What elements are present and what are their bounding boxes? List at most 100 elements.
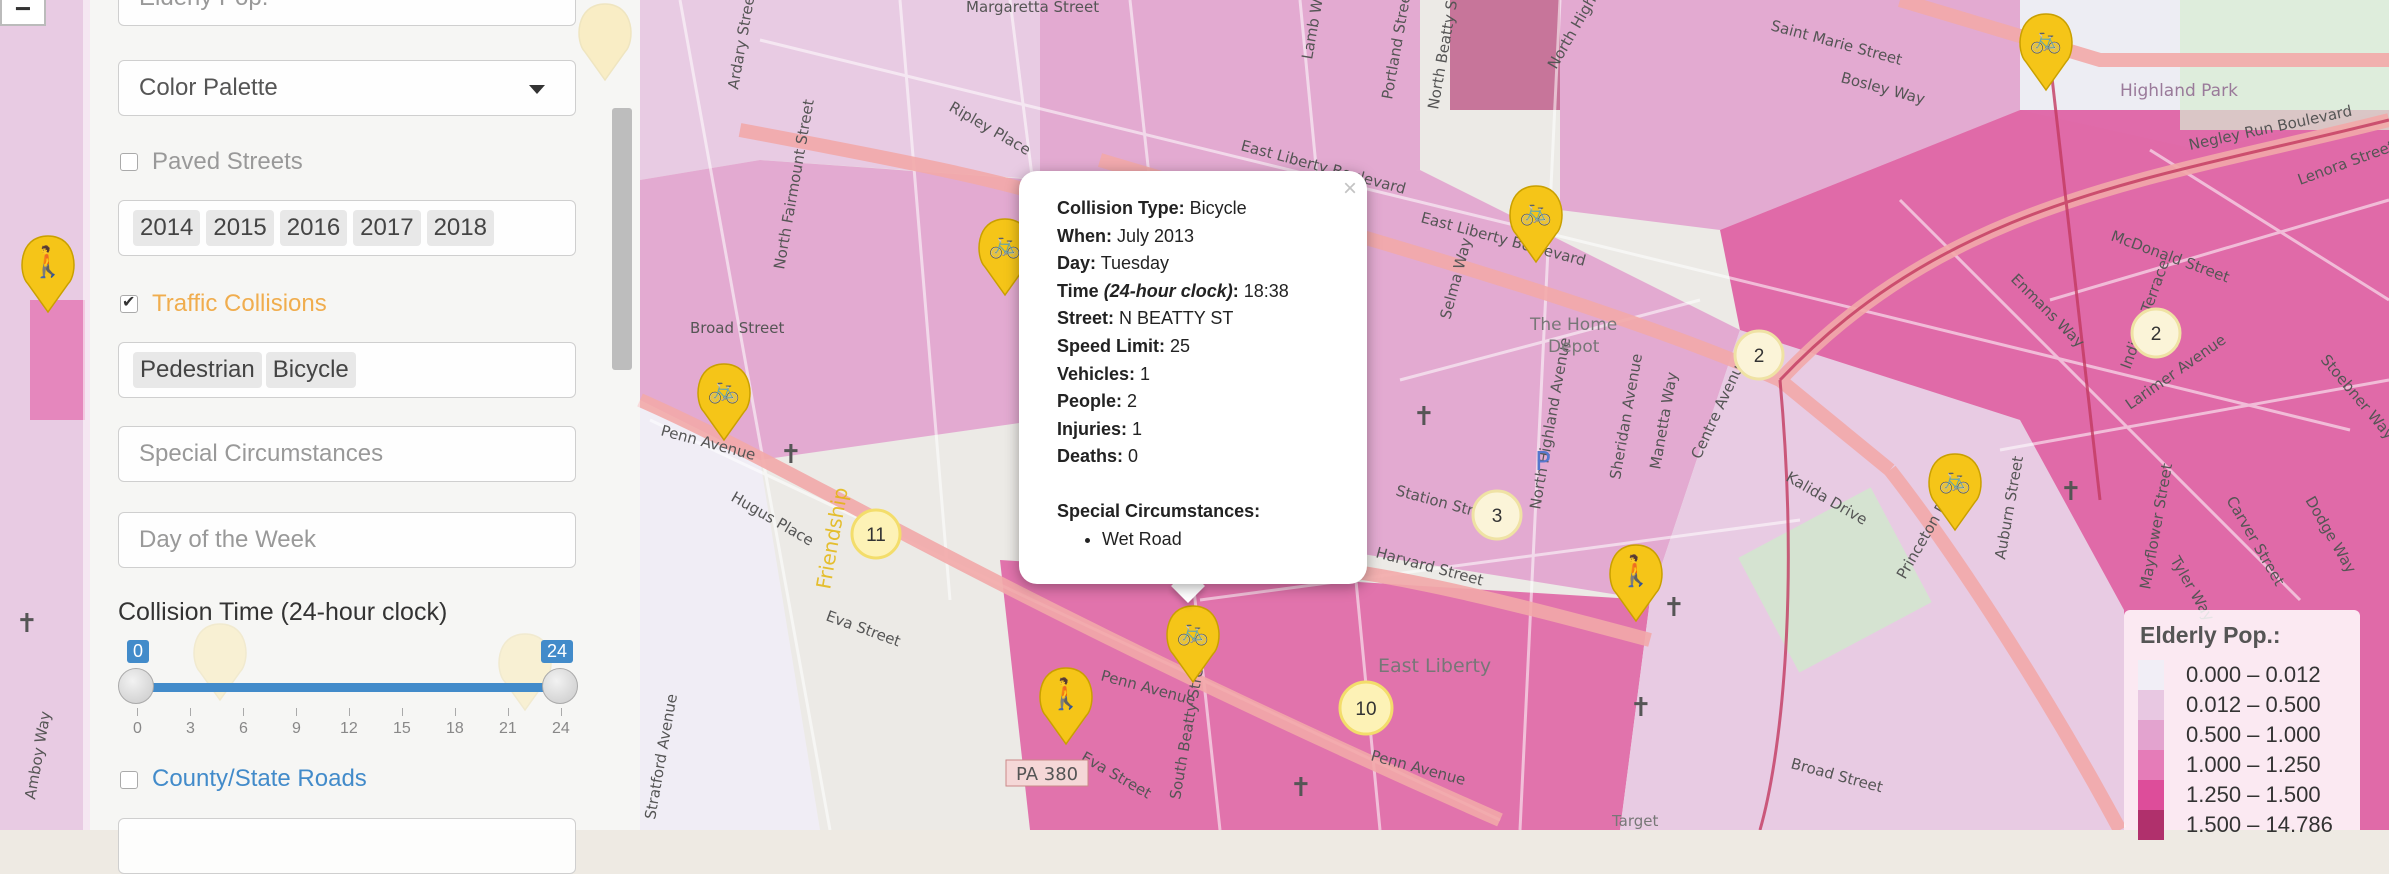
color-palette-select[interactable]: Color Palette xyxy=(118,60,576,116)
popup-field: Vehicles: 1 xyxy=(1057,363,1151,384)
church-icon: ✝ xyxy=(1290,773,1312,803)
bicycle-marker-icon[interactable]: 🚲 xyxy=(1166,605,1220,683)
popup-field: Collision Type: Bicycle xyxy=(1057,198,1247,218)
map[interactable]: Margaretta Street Ardary Street Lamb Way… xyxy=(0,0,2389,830)
collision-type-multiselect[interactable]: Pedestrian Bicycle xyxy=(118,342,576,398)
bicycle-marker-icon[interactable]: 🚲 xyxy=(697,363,751,441)
popup-field: Day: Tuesday xyxy=(1057,253,1170,274)
cluster-marker[interactable]: 3 xyxy=(1471,489,1523,541)
svg-text:10: 10 xyxy=(1355,699,1376,720)
special-circumstances-placeholder: Special Circumstances xyxy=(139,440,384,467)
pedestrian-marker-icon[interactable]: 🚶 xyxy=(21,235,75,313)
layer-select-value: Elderly Pop. xyxy=(139,0,268,12)
layer-select[interactable]: Elderly Pop. xyxy=(118,0,576,26)
street-label: Broad Street xyxy=(690,319,784,337)
bicycle-marker-icon[interactable]: 🚲 xyxy=(978,218,1032,296)
legend-row: 1.000 – 1.250 xyxy=(2138,750,2321,780)
county-roads-label[interactable]: County/State Roads xyxy=(152,765,367,792)
tract-north-east xyxy=(1560,0,2020,230)
special-circumstance-item: Wet Road xyxy=(1102,526,1289,554)
paved-streets-label[interactable]: Paved Streets xyxy=(152,148,303,175)
tract-east-liberty xyxy=(1000,560,1650,830)
day-of-week-placeholder: Day of the Week xyxy=(139,526,316,553)
slider-tick-label: 12 xyxy=(340,720,358,737)
special-circumstances-heading: Special Circumstances: xyxy=(1057,500,1261,521)
chevron-down-icon xyxy=(529,85,545,94)
popup-field: Injuries: 1 xyxy=(1057,418,1143,439)
year-multiselect[interactable]: 2014 2015 2016 2017 2018 xyxy=(118,200,576,256)
svg-text:🚶: 🚶 xyxy=(29,244,66,279)
slider-tick-label: 24 xyxy=(552,720,570,737)
svg-text:3: 3 xyxy=(1492,506,1503,527)
legend-title: Elderly Pop.: xyxy=(2140,622,2281,648)
slider-tick-label: 21 xyxy=(499,720,517,737)
control-panel xyxy=(83,0,640,830)
popup-field: Time (24-hour clock): 18:38 xyxy=(1057,280,1289,301)
popup-field: People: 2 xyxy=(1057,391,1138,412)
popup-field: Deaths: 0 xyxy=(1057,446,1139,467)
slider-tickmark xyxy=(561,708,562,716)
svg-text:🚲: 🚲 xyxy=(1939,464,1971,494)
cluster-marker[interactable]: 11 xyxy=(850,508,902,560)
zoom-out-button[interactable]: − xyxy=(0,0,46,26)
svg-text:2: 2 xyxy=(1754,346,1765,367)
collision-type-tag[interactable]: Bicycle xyxy=(265,352,356,388)
slider-tickmark xyxy=(137,708,138,716)
collision-time-slider-track[interactable] xyxy=(135,683,559,692)
collision-popup: × Collision Type: Bicycle When: July 201… xyxy=(1019,171,1367,584)
popup-field: When: July 2013 xyxy=(1057,225,1195,246)
legend-swatch xyxy=(2138,750,2164,780)
street-label: Highland Park xyxy=(2120,81,2238,101)
close-icon[interactable]: × xyxy=(1342,175,1357,202)
year-tag[interactable]: 2018 xyxy=(426,210,494,246)
collision-time-label: Collision Time (24-hour clock) xyxy=(118,598,448,626)
legend-row: 1.500 – 14.786 xyxy=(2138,810,2333,840)
slider-tickmark xyxy=(190,708,191,716)
legend-swatch xyxy=(2138,660,2164,690)
paved-streets-checkbox[interactable] xyxy=(120,153,138,171)
traffic-collisions-checkbox[interactable] xyxy=(120,292,138,313)
year-tag[interactable]: 2014 xyxy=(133,210,201,246)
collision-type-tag[interactable]: Pedestrian xyxy=(133,352,262,388)
bicycle-marker-icon[interactable]: 🚲 xyxy=(1928,453,1982,531)
parking-icon: P xyxy=(1535,447,1551,477)
svg-text:🚲: 🚲 xyxy=(2030,24,2062,54)
slider-min-value: 0 xyxy=(127,640,150,663)
slider-tick-label: 3 xyxy=(186,720,195,737)
place-label: East Liberty xyxy=(1378,655,1491,677)
cluster-marker[interactable]: 10 xyxy=(1338,680,1394,736)
church-icon: ✝ xyxy=(1413,402,1435,432)
cluster-marker[interactable]: 2 xyxy=(1733,329,1785,381)
legend-label: 0.500 – 1.000 xyxy=(2186,722,2321,747)
next-control[interactable] xyxy=(118,818,576,874)
traffic-collisions-label[interactable]: Traffic Collisions xyxy=(152,290,327,317)
year-tag[interactable]: 2015 xyxy=(206,210,274,246)
day-of-week-input[interactable]: Day of the Week xyxy=(118,512,576,568)
panel-scrollbar[interactable] xyxy=(612,108,632,370)
bicycle-marker-icon[interactable]: 🚲 xyxy=(1509,185,1563,263)
popup-content: Collision Type: Bicycle When: July 2013 … xyxy=(1057,195,1289,553)
svg-text:🚶: 🚶 xyxy=(1047,676,1084,711)
slider-tickmark xyxy=(243,708,244,716)
legend-row: 0.000 – 0.012 xyxy=(2138,660,2321,690)
svg-text:🚲: 🚲 xyxy=(1520,196,1552,226)
church-icon: ✝ xyxy=(1663,593,1685,623)
year-tag[interactable]: 2017 xyxy=(353,210,421,246)
svg-text:🚲: 🚲 xyxy=(989,229,1021,259)
pedestrian-marker-icon[interactable]: 🚶 xyxy=(1039,667,1093,745)
map-legend: Elderly Pop.: 0.000 – 0.012 0.012 – 0.50… xyxy=(2124,610,2360,840)
year-tag[interactable]: 2016 xyxy=(279,210,348,246)
special-circumstances-input[interactable]: Special Circumstances xyxy=(118,426,576,482)
slider-tickmark xyxy=(508,708,509,716)
county-roads-checkbox[interactable] xyxy=(120,771,138,789)
tract-west-center xyxy=(640,160,1040,460)
legend-row: 1.250 – 1.500 xyxy=(2138,780,2321,810)
slider-handle-min[interactable] xyxy=(118,668,154,704)
slider-handle-max[interactable] xyxy=(542,668,578,704)
pedestrian-marker-icon[interactable]: 🚶 xyxy=(1609,544,1663,622)
cluster-marker[interactable]: 2 xyxy=(2130,307,2182,359)
svg-text:🚲: 🚲 xyxy=(708,374,740,404)
church-icon: ✝ xyxy=(16,609,38,639)
slider-tick-label: 15 xyxy=(393,720,411,737)
bicycle-marker-icon[interactable]: 🚲 xyxy=(2019,13,2073,91)
